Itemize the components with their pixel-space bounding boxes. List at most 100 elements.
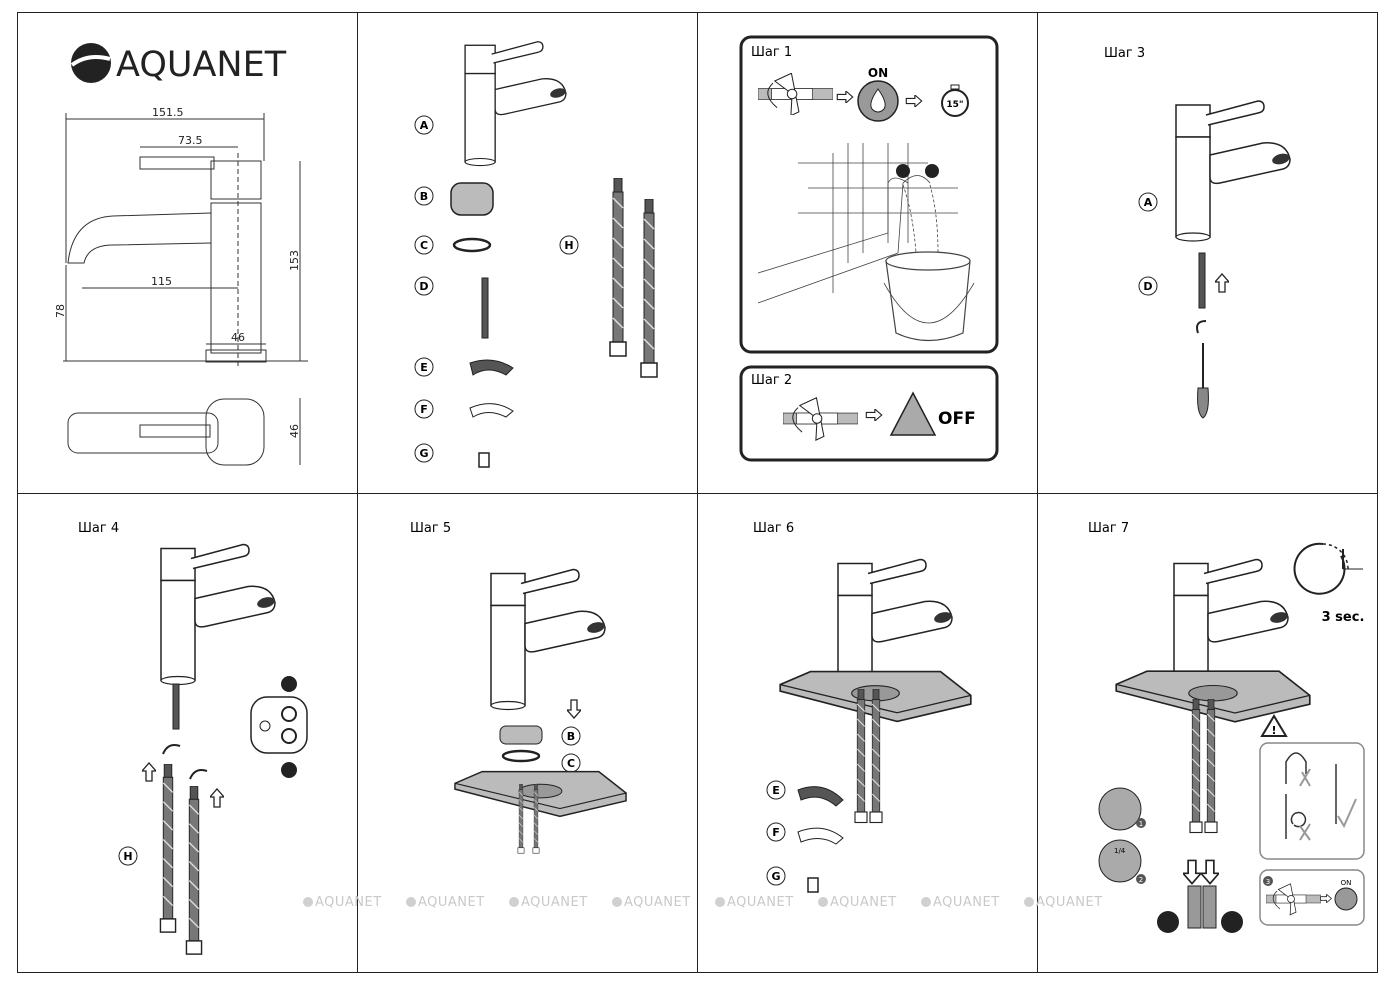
- part-label-b: B: [414, 186, 434, 206]
- part-label-c: C: [561, 753, 581, 773]
- marker-2: 2: [1139, 876, 1143, 884]
- watermark: AQUANET: [612, 895, 691, 910]
- part-label-b: B: [561, 726, 581, 746]
- dim-spout-reach: 115: [151, 275, 172, 288]
- flushing-illustration: [757, 143, 975, 342]
- step-2-box: Шаг 2 OFF: [739, 365, 999, 462]
- washer-e-drawing: [469, 359, 514, 376]
- step-7-panel: Шаг 7 3 sec. 1: [1038, 494, 1378, 975]
- faucet-body-drawing: [464, 41, 568, 167]
- nut-g-drawing: [478, 452, 490, 468]
- dim-top-depth: 46: [288, 424, 301, 438]
- step-1-box: Шаг 1 ON 15": [739, 35, 999, 354]
- stud-d-drawing: [481, 277, 489, 339]
- svg-text:G: G: [771, 870, 780, 883]
- step-1-title: Шаг 1: [751, 45, 792, 60]
- dim-overall-width: 151.5: [152, 106, 184, 119]
- supply-pipe-cold: [1202, 885, 1217, 929]
- hose-ports-diagram: [250, 676, 308, 778]
- washer-f-drawing: [797, 827, 844, 845]
- o-ring-c-drawing: [452, 237, 492, 253]
- divider: [1037, 13, 1038, 972]
- marker-3: 3: [1266, 878, 1270, 886]
- hose-h-drawing: [609, 178, 627, 357]
- front-view-drawing: [63, 113, 308, 466]
- step-3-title: Шаг 3: [1104, 46, 1145, 61]
- watermark: AQUANET: [715, 895, 794, 910]
- divider: [18, 493, 1377, 494]
- watermark: AQUANET: [303, 895, 382, 910]
- divider: [357, 13, 358, 972]
- part-label-h: H: [118, 846, 138, 866]
- svg-text:H: H: [123, 850, 132, 863]
- svg-text:A: A: [1144, 196, 1153, 209]
- faucet-drawing: [1175, 100, 1292, 242]
- svg-text:G: G: [419, 447, 428, 460]
- stud-drawing: [1198, 252, 1206, 309]
- svg-text:D: D: [419, 280, 428, 293]
- screwdriver-icon: [1197, 343, 1209, 419]
- dim-spout-height: 78: [54, 304, 67, 318]
- incorrect-icon: [1299, 823, 1311, 841]
- rotate-icon: [1196, 320, 1207, 334]
- svg-text:C: C: [420, 239, 428, 252]
- dimensions-panel: AQUANET 151: [18, 13, 358, 494]
- duration-label: 3 sec.: [1322, 610, 1365, 625]
- divider: [697, 13, 698, 972]
- stopwatch-icon: 15": [941, 84, 969, 117]
- arrow-down-icon: [567, 699, 581, 719]
- hose-h-drawing: [640, 199, 658, 378]
- faucet-drawing: [160, 543, 277, 686]
- arrow-down-icon: [1183, 859, 1201, 885]
- svg-text:B: B: [567, 730, 575, 743]
- arrow-up-icon: [142, 762, 156, 782]
- correct-icon: [1337, 798, 1357, 829]
- arrow-up-icon: [210, 788, 224, 808]
- svg-text:H: H: [564, 239, 573, 252]
- svg-text:!: !: [1271, 724, 1276, 737]
- clock-icon: [1293, 542, 1363, 595]
- hot-water-icon: [281, 676, 297, 692]
- logo-text: AQUANET: [116, 45, 287, 85]
- hot-water-icon: [1157, 911, 1179, 933]
- hot-water-icon: [896, 164, 910, 178]
- instruction-sheet: AQUANET 151: [17, 12, 1378, 973]
- part-label-g: G: [766, 866, 786, 886]
- rotate-icon: [189, 769, 208, 780]
- wrench-quarter-turn-icon: 1/4 2: [1098, 839, 1146, 884]
- o-ring-drawing: [501, 749, 541, 763]
- cold-water-icon: [925, 164, 939, 178]
- flush-panel: Шаг 1 ON 15": [698, 13, 1038, 494]
- svg-text:A: A: [420, 119, 429, 132]
- step-2-title: Шаг 2: [751, 373, 792, 388]
- part-label-h: H: [559, 235, 579, 255]
- open-valve-guide: 3 ON: [1259, 869, 1365, 926]
- hose-drawing: [185, 786, 203, 955]
- water-off-icon: [889, 391, 937, 436]
- svg-text:D: D: [1143, 280, 1152, 293]
- gasket-b-drawing: [450, 182, 494, 216]
- svg-text:B: B: [420, 190, 428, 203]
- hand-tighten-icon: 1: [1098, 787, 1146, 831]
- watermark: AQUANET: [406, 895, 485, 910]
- watermark: AQUANET: [1024, 895, 1103, 910]
- off-label: OFF: [938, 409, 976, 429]
- step-5-title: Шаг 5: [410, 521, 451, 536]
- gasket-drawing: [499, 725, 543, 745]
- cold-water-icon: [1221, 911, 1243, 933]
- part-label-e: E: [414, 357, 434, 377]
- hose-bending-guide: [1259, 742, 1365, 860]
- svg-text:E: E: [420, 361, 428, 374]
- part-label-c: C: [414, 235, 434, 255]
- part-label-d: D: [1138, 276, 1158, 296]
- rotate-icon: [162, 744, 181, 755]
- dim-total-height: 153: [288, 250, 301, 271]
- timer-label: 15": [946, 100, 963, 110]
- part-label-f: F: [766, 822, 786, 842]
- supply-pipe-hot: [1187, 885, 1202, 929]
- incorrect-icon: [1299, 768, 1311, 787]
- cold-water-icon: [281, 762, 297, 778]
- marker-1: 1: [1139, 820, 1143, 828]
- step-4-panel: Шаг 4 H: [18, 494, 358, 975]
- svg-text:F: F: [772, 826, 780, 839]
